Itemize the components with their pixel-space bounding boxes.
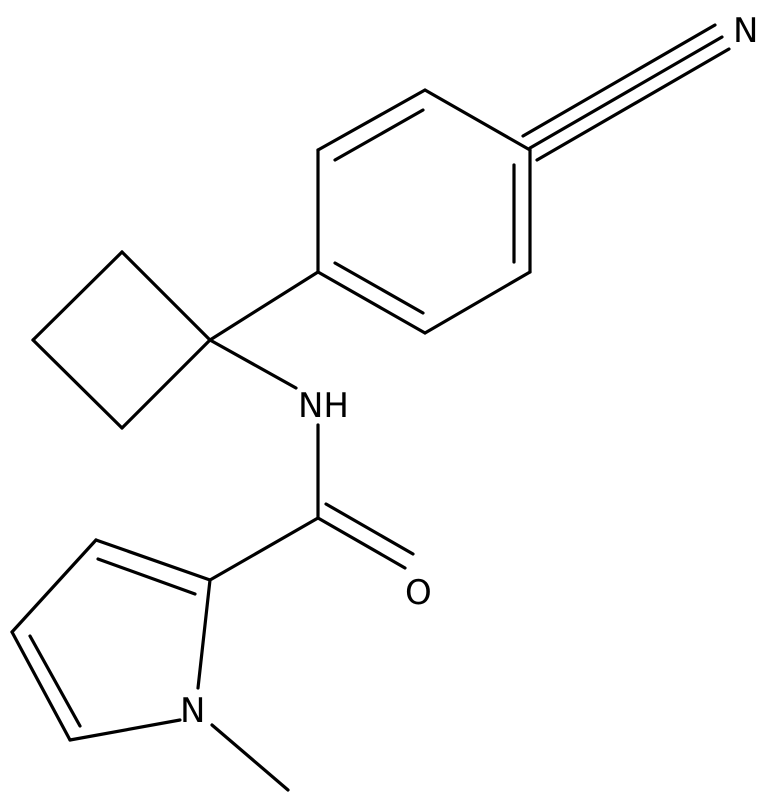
bond-cb-1 xyxy=(120,250,212,342)
amide-nh-label: NH xyxy=(298,386,349,426)
nitrile-n-label: N xyxy=(733,11,758,51)
carbonyl-group xyxy=(316,502,415,570)
bond-pyr-1 xyxy=(94,538,212,582)
bond-pyr-4 xyxy=(68,718,182,742)
bond-pyr-3 xyxy=(10,630,72,742)
bond-co-1 xyxy=(316,516,407,570)
carbonyl-o-label: O xyxy=(405,573,432,613)
bond-benz-2 xyxy=(423,88,532,152)
bond-n-methyl xyxy=(210,723,290,792)
bond-nitrile-triple-1 xyxy=(528,35,724,150)
bond-benz-inner-3 xyxy=(333,261,425,315)
nitrile-group xyxy=(521,23,731,162)
bond-benz-inner-1 xyxy=(333,108,425,162)
bond-cyclobutane-nh xyxy=(208,338,298,390)
bond-pyr-3-inner xyxy=(28,634,82,728)
bond-nitrile-triple-3 xyxy=(521,23,717,138)
bond-carbonyl-pyrrole xyxy=(208,516,320,582)
bond-benz-1 xyxy=(316,88,427,152)
benzene-ring xyxy=(316,88,532,335)
bond-cb-2 xyxy=(31,250,124,342)
pyrrole-n-label: N xyxy=(180,691,205,731)
cyclobutane-ring xyxy=(31,250,212,430)
bond-pyr-1-inner xyxy=(96,557,197,596)
bond-cb-4 xyxy=(120,338,212,430)
bond-benz-5 xyxy=(316,270,427,335)
bond-nitrile-triple-2 xyxy=(535,47,731,162)
bond-phenyl-cyclobutane xyxy=(208,270,320,342)
bond-pyr-5 xyxy=(196,578,212,690)
pyrrole-ring xyxy=(10,538,212,742)
bond-benz-4 xyxy=(423,270,532,335)
bond-pyr-2 xyxy=(10,538,98,634)
bond-cb-3 xyxy=(31,338,124,430)
bond-co-2 xyxy=(324,502,415,556)
